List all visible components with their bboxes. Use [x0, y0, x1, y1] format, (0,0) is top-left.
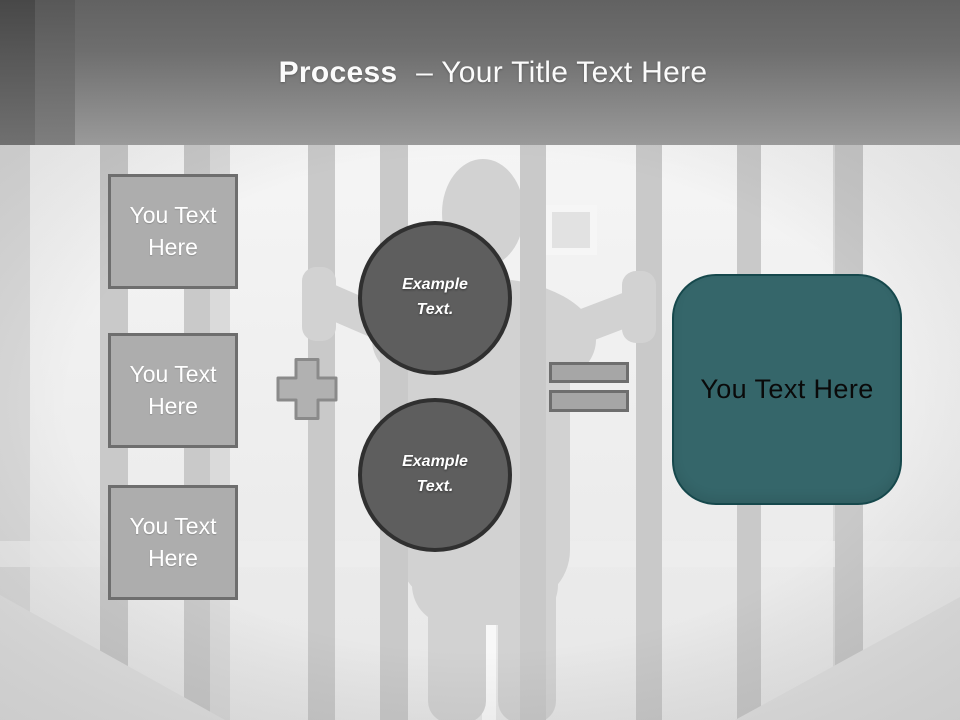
input-box-2[interactable]: You Text Here [108, 333, 238, 448]
example-circle-1-label: Example Text. [402, 276, 468, 318]
input-box-1[interactable]: You Text Here [108, 174, 238, 289]
example-circle-2-label: Example Text. [402, 453, 468, 495]
example-circle-2[interactable]: Example Text. [358, 398, 512, 552]
result-box-label: You Text Here [700, 374, 874, 404]
header-band: Process – Your Title Text Here [0, 0, 960, 145]
equals-bar-top [549, 362, 629, 383]
header-accent-strip-light [35, 0, 75, 145]
input-box-1-label: You Text Here [129, 202, 217, 260]
header-accent-strip-dark [0, 0, 35, 145]
title-bold-part: Process [278, 56, 398, 89]
plus-icon [276, 358, 338, 420]
result-box[interactable]: You Text Here [672, 274, 902, 505]
page-title[interactable]: Process – Your Title Text Here [0, 56, 960, 90]
example-circle-1[interactable]: Example Text. [358, 221, 512, 375]
title-regular-part: – Your Title Text Here [416, 56, 708, 89]
equals-icon [549, 362, 629, 412]
input-box-2-label: You Text Here [129, 361, 217, 419]
input-box-3[interactable]: You Text Here [108, 485, 238, 600]
equals-bar-bottom [549, 390, 629, 412]
input-box-3-label: You Text Here [129, 513, 217, 571]
